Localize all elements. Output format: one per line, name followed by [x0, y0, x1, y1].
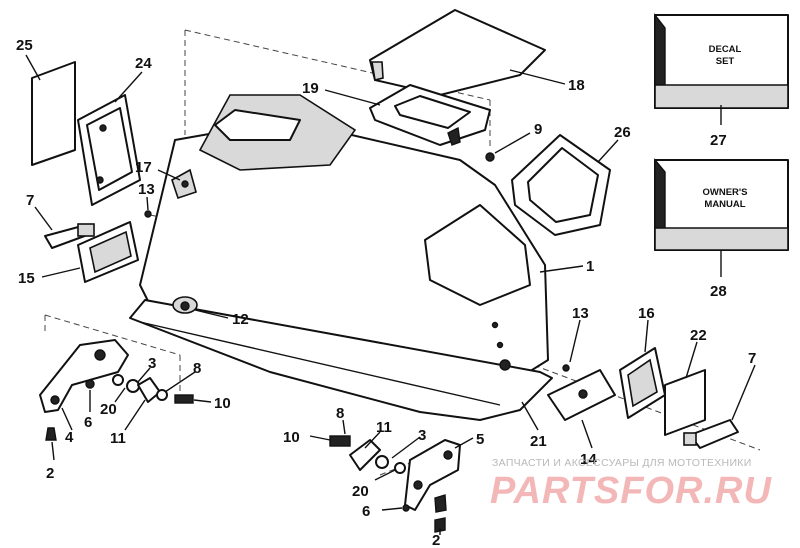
- right-fastener-group: [329, 435, 446, 533]
- owners-manual-line2: MANUAL: [704, 199, 745, 210]
- callout-label: 6: [84, 414, 92, 431]
- callout-label: 28: [710, 283, 727, 300]
- watermark: ЗАПЧАСТИ И АКСЕССУАРЫ ДЛЯ МОТОТЕХНИКИ PA…: [490, 457, 772, 512]
- callout-label: 7: [748, 350, 756, 367]
- decal-set-line1: DECAL: [709, 44, 742, 55]
- callout-label: 26: [614, 124, 631, 141]
- callout-label: 6: [362, 503, 370, 520]
- callout-label: 10: [214, 395, 231, 412]
- callout-label: 21: [530, 433, 547, 450]
- callout-label: 22: [690, 327, 707, 344]
- part-9-screw: [485, 152, 495, 162]
- part-28-owners-manual-box: OWNER'S MANUAL: [654, 158, 789, 251]
- leader-lines: [25, 54, 756, 535]
- owners-manual-line1: OWNER'S: [702, 187, 747, 198]
- callout-label: 2: [46, 465, 54, 482]
- callout-label: 1: [586, 258, 594, 275]
- watermark-caption: ЗАПЧАСТИ И АКСЕССУАРЫ ДЛЯ МОТОТЕХНИКИ: [492, 457, 752, 469]
- callout-label: 5: [476, 431, 484, 448]
- left-fastener-group: [45, 374, 194, 441]
- callout-label: 7: [26, 192, 34, 209]
- callout-label: 11: [110, 430, 126, 447]
- callout-label: 24: [135, 55, 152, 72]
- part-27-decal-set-box: DECAL SET: [654, 12, 789, 109]
- callout-label: 14: [580, 451, 597, 468]
- callout-label: 11: [376, 419, 392, 436]
- part-16-seal: [619, 347, 666, 419]
- part-18-top-cap: [369, 9, 546, 96]
- decal-set-line2: SET: [716, 56, 735, 67]
- part-5-hinge-bracket: [404, 439, 461, 513]
- callout-label: 17: [135, 159, 152, 176]
- watermark-brand: PARTSFOR.RU: [490, 470, 772, 512]
- callout-label: 3: [418, 427, 426, 444]
- part-26-window: [511, 134, 611, 236]
- part-7-latch-handle-left: [44, 223, 95, 249]
- part-19-intake-grille: [369, 84, 491, 146]
- callout-label: 2: [432, 532, 440, 548]
- callout-label: 12: [232, 311, 249, 328]
- part-22-decal: [664, 369, 706, 436]
- callout-label: 13: [572, 305, 589, 322]
- callout-label: 15: [18, 270, 35, 287]
- callout-label: 16: [638, 305, 655, 322]
- part-7-latch-handle-right: [683, 419, 739, 449]
- part-24-frame: [77, 94, 141, 206]
- part-1-motor-cover: [129, 94, 553, 421]
- callout-label: 18: [568, 77, 585, 94]
- callout-label: 8: [193, 360, 201, 377]
- part-13-screw-left: [144, 210, 152, 218]
- callout-label: 13: [138, 181, 155, 198]
- callout-label: 19: [302, 80, 319, 97]
- part-4-hinge-bracket: [39, 339, 129, 413]
- callout-label: 4: [65, 429, 74, 446]
- callout-label: 3: [148, 355, 156, 372]
- part-15-latch-plate: [77, 221, 139, 283]
- part-25-decal-sheet: [31, 61, 76, 166]
- callout-label: 25: [16, 37, 33, 54]
- callout-label: 8: [336, 405, 344, 422]
- callout-label: 27: [710, 132, 727, 149]
- callout-label: 20: [100, 401, 117, 418]
- callout-label: 9: [534, 121, 542, 138]
- callout-label: 10: [283, 429, 300, 446]
- callout-labels: 25 24 7 13 17 15 19 18 9 26 1 12 27 28 1…: [16, 37, 756, 548]
- callout-label: 20: [352, 483, 369, 500]
- part-14-latch-plate-right: [547, 364, 616, 421]
